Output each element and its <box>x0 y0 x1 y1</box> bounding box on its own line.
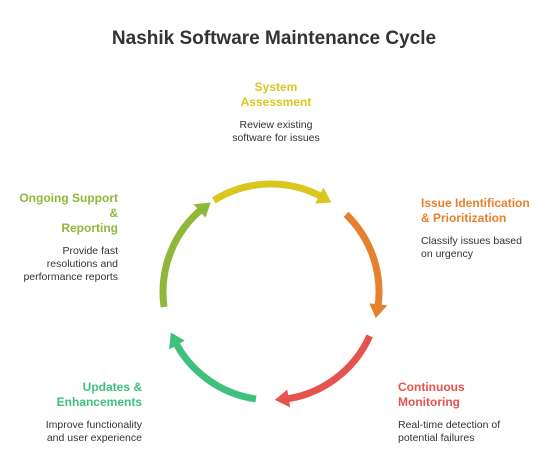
step-title: System Assessment <box>240 80 312 109</box>
arrowhead-icon <box>169 332 185 350</box>
step-description: Classify issues based on urgency <box>421 235 522 260</box>
step-title: Ongoing Support & Reporting <box>19 191 118 235</box>
step-continuous-monitoring: Continuous Monitoring Real-time detectio… <box>398 380 538 445</box>
step-system-assessment: System Assessment Review existing softwa… <box>214 80 338 145</box>
step-title: Continuous Monitoring <box>398 380 465 409</box>
step-issue-identification: Issue Identification & Prioritization Cl… <box>421 196 546 261</box>
diagram-title: Nashik Software Maintenance Cycle <box>111 28 437 49</box>
arc-continuous-monitoring <box>282 334 373 403</box>
arc-ongoing-support <box>159 204 207 308</box>
step-description: Provide fast resolutions and performance… <box>23 245 118 283</box>
step-title: Updates & Enhancements <box>56 380 142 409</box>
step-description: Real-time detection of potential failure… <box>398 419 501 444</box>
arc-issue-identification <box>343 211 383 311</box>
step-description: Improve functionality and user experienc… <box>45 419 142 444</box>
step-updates-enhancements: Updates & Enhancements Improve functiona… <box>10 380 142 445</box>
arrowhead-icon <box>274 389 291 408</box>
arc-updates-enhancements <box>171 338 257 403</box>
step-title: Issue Identification & Prioritization <box>421 196 530 225</box>
step-description: Review existing software for issues <box>232 119 320 144</box>
arrowhead-icon <box>369 303 388 319</box>
arrowhead-icon <box>193 202 211 218</box>
arc-system-assessment <box>211 180 326 204</box>
arrowhead-icon <box>315 187 332 204</box>
step-ongoing-support: Ongoing Support & Reporting Provide fast… <box>8 191 118 284</box>
